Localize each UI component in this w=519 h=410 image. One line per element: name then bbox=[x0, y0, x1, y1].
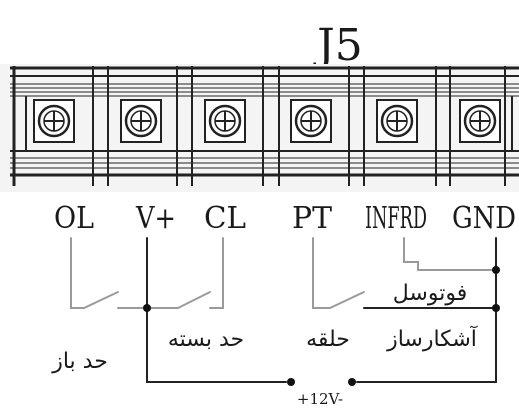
terminal-label-cl: CL bbox=[204, 201, 246, 236]
power-terminal-negative bbox=[348, 378, 356, 386]
switch-loop-detector bbox=[329, 291, 365, 309]
wire-gnd-power bbox=[356, 307, 497, 383]
junction-gnd-photocell bbox=[492, 266, 500, 274]
wire-vplus-common bbox=[146, 237, 287, 383]
junction-gnd-detector bbox=[492, 304, 500, 312]
switch-open-limit bbox=[83, 291, 119, 309]
terminal-block bbox=[0, 64, 519, 192]
wire-cl-switch bbox=[209, 237, 224, 309]
connector-title: J5 bbox=[313, 20, 363, 71]
wire-pt-switch bbox=[312, 237, 331, 309]
wire-infrd-photocell bbox=[403, 237, 497, 271]
label-photocell: فوتوسل bbox=[393, 281, 467, 306]
switch-close-limit bbox=[177, 291, 211, 309]
screw-terminal-6 bbox=[459, 99, 501, 143]
wire-ol-switch bbox=[70, 237, 85, 309]
label-close-limit: حد بسته bbox=[168, 327, 244, 352]
label-loop: حلقه bbox=[306, 327, 350, 352]
terminal-label-ol: OL bbox=[54, 201, 94, 236]
label-detector: آشکارساز bbox=[386, 325, 478, 352]
screw-terminal-5 bbox=[376, 99, 418, 143]
terminal-label-pt: PT bbox=[292, 201, 332, 236]
label-open-limit: حد باز bbox=[51, 349, 108, 374]
label-power: +12V- bbox=[297, 390, 343, 408]
screw-terminal-4 bbox=[290, 99, 332, 143]
terminal-label-infrd: INFRD bbox=[365, 201, 427, 236]
screw-terminal-3 bbox=[204, 99, 246, 143]
screw-terminal-2 bbox=[120, 99, 162, 143]
junction-dots bbox=[143, 266, 500, 386]
wiring bbox=[70, 237, 497, 383]
screw-terminal-1 bbox=[33, 99, 75, 143]
terminal-label-gnd: GND bbox=[452, 201, 516, 236]
power-terminal-positive bbox=[287, 378, 295, 386]
junction-vplus bbox=[143, 304, 151, 312]
terminal-label-vplus: V+ bbox=[135, 201, 176, 236]
